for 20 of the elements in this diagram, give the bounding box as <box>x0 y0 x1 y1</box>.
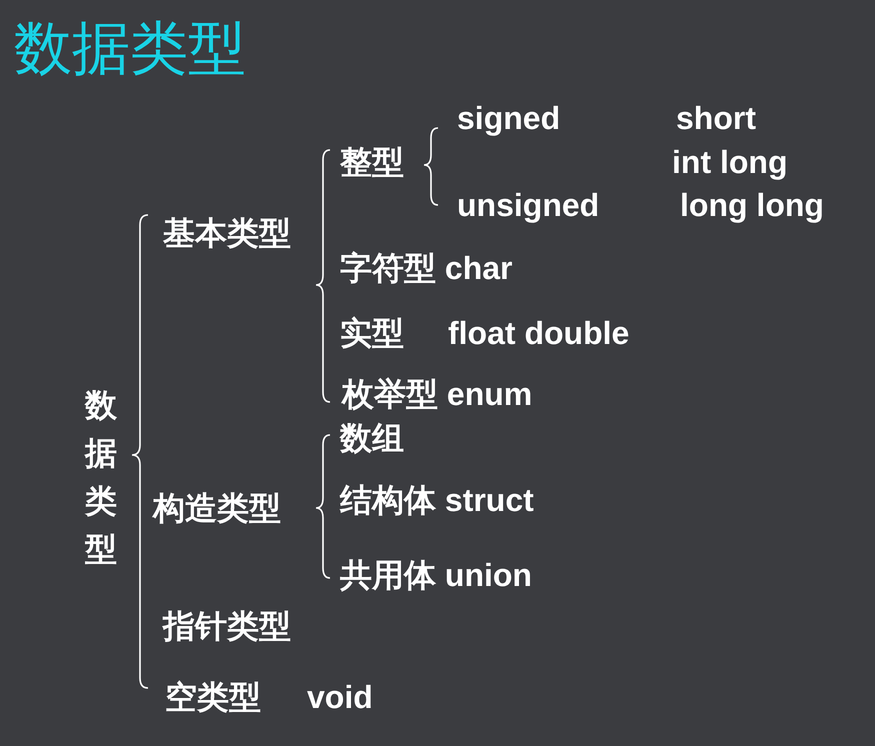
category-label: 枚举型 enum <box>342 376 532 412</box>
category-label: 整型 <box>340 144 404 180</box>
category-label: signed <box>457 100 560 136</box>
category-label: 共用体 union <box>340 557 532 593</box>
title: 数据类型 <box>14 15 246 83</box>
category-label: 字符型 char <box>340 250 512 286</box>
category-label: 数据类型 <box>85 386 117 569</box>
category-label: int long <box>672 144 788 180</box>
category-label: 基本类型 <box>163 215 291 251</box>
category-label: float double <box>448 315 630 351</box>
category-label: 指针类型 <box>163 608 291 644</box>
category-label: unsigned <box>457 187 600 223</box>
category-label: short <box>676 100 756 136</box>
category-label: 实型 <box>340 315 404 351</box>
category-label: 数组 <box>340 420 404 456</box>
category-label: 构造类型 <box>153 490 281 526</box>
category-label: 结构体 struct <box>340 482 534 518</box>
category-label: long long <box>680 187 824 223</box>
category-label: void <box>307 679 373 715</box>
category-label: 空类型 <box>165 679 261 715</box>
